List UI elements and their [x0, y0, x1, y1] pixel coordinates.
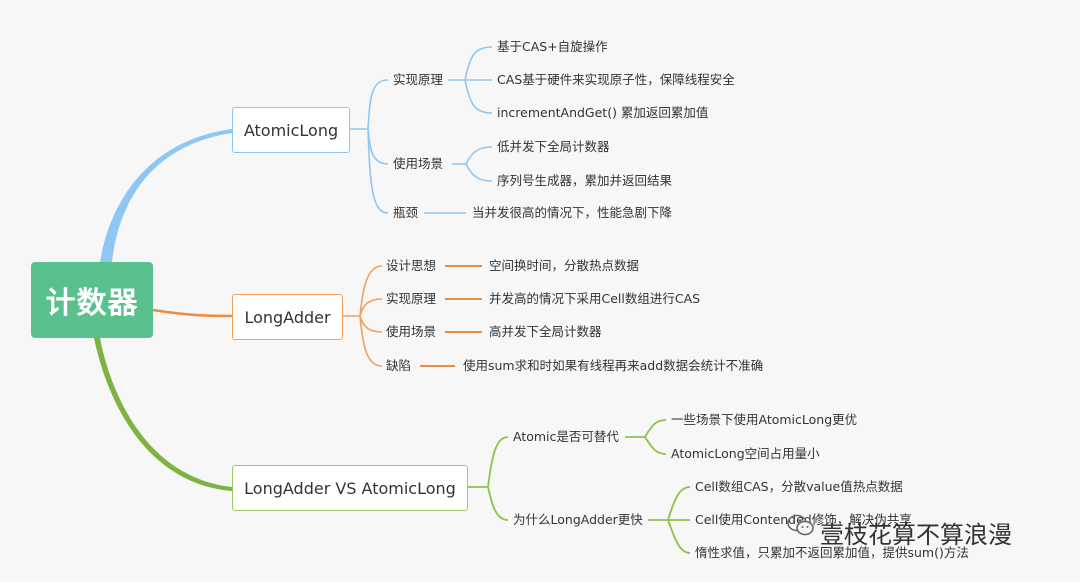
group-label: 实现原理 [393, 72, 444, 87]
watermark: 壹枝花算不算浪漫 [820, 521, 1012, 549]
leaf-item: CAS基于硬件来实现原子性，保障线程安全 [497, 72, 735, 87]
leaf-item: 当并发很高的情况下，性能急剧下降 [472, 205, 673, 220]
group-label: 实现原理 [386, 291, 437, 306]
leaf-item: 惰性求值，只累加不返回累加值，提供sum()方法 [695, 545, 969, 560]
leaf-item: Cell使用Contended修饰，解决伪共享 [695, 512, 912, 527]
leaf-item: 低并发下全局计数器 [497, 139, 610, 154]
group-label: 使用场景 [393, 156, 444, 171]
leaf-item: incrementAndGet() 累加返回累加值 [497, 105, 709, 120]
branch-atomiclong: AtomicLong [232, 107, 350, 153]
leaf-item: 使用sum求和时如果有线程再来add数据会统计不准确 [463, 358, 764, 373]
wechat-icon [787, 514, 814, 536]
leaf-item: 高并发下全局计数器 [489, 324, 602, 339]
branch-label: LongAdder VS AtomicLong [244, 478, 456, 498]
leaf-item: AtomicLong空间占用量小 [671, 446, 820, 461]
leaf-item: 基于CAS+自旋操作 [497, 39, 608, 54]
branch-longadder: LongAdder [232, 294, 343, 340]
leaf-item: 空间换时间，分散热点数据 [489, 258, 640, 273]
group-label: 瓶颈 [393, 205, 419, 220]
leaf-item: Cell数组CAS，分散value值热点数据 [695, 479, 903, 494]
group-label: 使用场景 [386, 324, 437, 339]
branch-vs: LongAdder VS AtomicLong [232, 465, 468, 511]
root-node: 计数器 [31, 262, 153, 338]
leaf-item: 一些场景下使用AtomicLong更优 [671, 412, 858, 427]
leaf-item: 序列号生成器，累加并返回结果 [497, 173, 673, 188]
group-label: 为什么LongAdder更快 [513, 512, 643, 527]
group-label: 设计思想 [386, 258, 437, 273]
root-label: 计数器 [45, 286, 139, 321]
branch-label: AtomicLong [243, 120, 339, 140]
group-label: Atomic是否可替代 [513, 429, 619, 444]
branch-label: LongAdder [244, 307, 331, 327]
group-label: 缺陷 [386, 358, 412, 373]
leaf-item: 并发高的情况下采用Cell数组进行CAS [489, 291, 701, 306]
